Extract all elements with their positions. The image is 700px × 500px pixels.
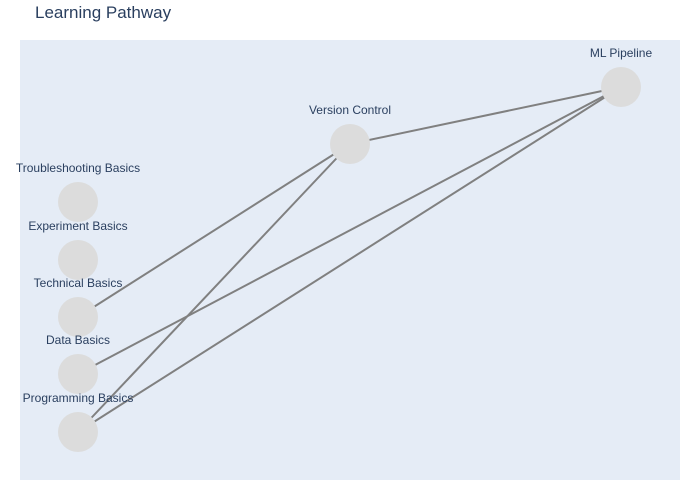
node-ml-pipeline[interactable] (601, 67, 641, 107)
node-label-ml-pipeline: ML Pipeline (590, 46, 653, 60)
node-label-version-control: Version Control (309, 103, 391, 117)
node-label-troubleshooting: Troubleshooting Basics (16, 161, 140, 175)
node-experiment[interactable] (58, 240, 98, 280)
node-data[interactable] (58, 354, 98, 394)
nodes-layer (58, 67, 641, 452)
node-label-technical: Technical Basics (34, 276, 123, 290)
node-version-control[interactable] (330, 124, 370, 164)
node-troubleshooting[interactable] (58, 182, 98, 222)
edge-version_control-to-ml_pipeline (349, 86, 622, 145)
node-label-data: Data Basics (46, 333, 110, 347)
edges-layer (77, 86, 622, 433)
diagram-title: Learning Pathway (35, 3, 172, 22)
node-programming[interactable] (58, 412, 98, 452)
edge-programming-to-version_control (77, 143, 351, 433)
edge-technical-to-version_control (77, 143, 351, 318)
node-label-experiment: Experiment Basics (28, 219, 127, 233)
node-technical[interactable] (58, 297, 98, 337)
node-label-programming: Programming Basics (23, 391, 134, 405)
labels-layer: Programming Basics Data Basics Technical B… (16, 46, 653, 405)
edge-programming-to-ml_pipeline (77, 86, 622, 433)
edge-data-to-ml_pipeline (77, 86, 622, 375)
